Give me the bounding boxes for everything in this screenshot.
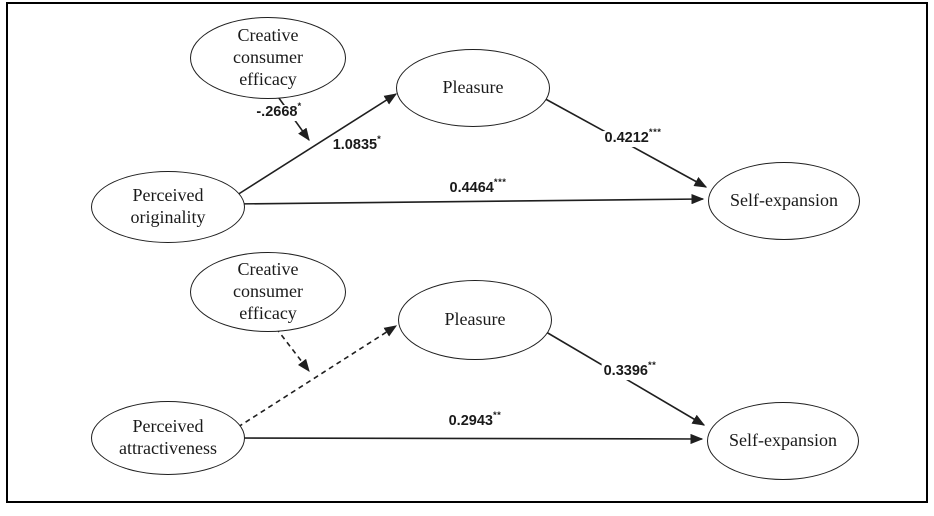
node-label: Pleasure	[442, 77, 504, 98]
node-mediator-pleasure-bottom: Pleasure	[398, 280, 552, 360]
node-predictor-perceived-originality: Perceived originality	[91, 171, 245, 243]
node-label: Pleasure	[444, 309, 506, 330]
top-a-path-arrow	[236, 93, 398, 196]
coefficient-top-b-path: 0.4212***	[602, 128, 664, 147]
coefficient-value: 0.2943	[448, 413, 493, 430]
bottom-moderation-arrow-dashed	[275, 327, 310, 373]
coefficient-value: -.2668	[256, 104, 298, 121]
node-label: Perceived attractiveness	[119, 416, 217, 458]
coefficient-value: 1.0835	[332, 137, 378, 154]
significance-stars: **	[647, 360, 657, 372]
coefficient-value: 0.4464	[449, 180, 494, 197]
significance-stars: **	[492, 410, 502, 422]
node-predictor-perceived-attractiveness: Perceived attractiveness	[91, 401, 245, 475]
node-label: Self-expansion	[729, 430, 837, 451]
node-label: Perceived originality	[130, 185, 206, 227]
figure-border	[6, 2, 928, 503]
coefficient-bottom-direct-path: 0.2943**	[446, 411, 504, 430]
coefficient-top-direct-path: 0.4464***	[447, 178, 509, 197]
bottom-direct-path-arrow	[231, 433, 704, 445]
node-mediator-pleasure-top: Pleasure	[396, 49, 550, 127]
significance-stars: ***	[493, 177, 507, 189]
coefficient-top-moderation: -.2668*	[254, 102, 304, 121]
bottom-a-path-arrow-dashed	[237, 325, 398, 428]
node-label: Self-expansion	[730, 190, 838, 211]
significance-stars: *	[377, 134, 382, 146]
coefficient-bottom-b-path: 0.3396**	[601, 361, 659, 380]
node-label: Creative consumer efficacy	[233, 25, 303, 89]
node-label: Creative consumer efficacy	[233, 259, 303, 323]
significance-stars: *	[297, 101, 302, 113]
coefficient-top-a-path: 1.0835*	[330, 135, 384, 154]
node-moderator-creative-consumer-efficacy-top: Creative consumer efficacy	[190, 17, 346, 99]
coefficient-value: 0.3396	[603, 363, 648, 380]
significance-stars: ***	[648, 127, 662, 139]
coefficient-value: 0.4212	[604, 130, 649, 147]
node-outcome-self-expansion-bottom: Self-expansion	[707, 402, 859, 480]
node-moderator-creative-consumer-efficacy-bottom: Creative consumer efficacy	[190, 252, 346, 332]
top-direct-path-arrow	[231, 194, 705, 205]
node-outcome-self-expansion-top: Self-expansion	[708, 162, 860, 240]
